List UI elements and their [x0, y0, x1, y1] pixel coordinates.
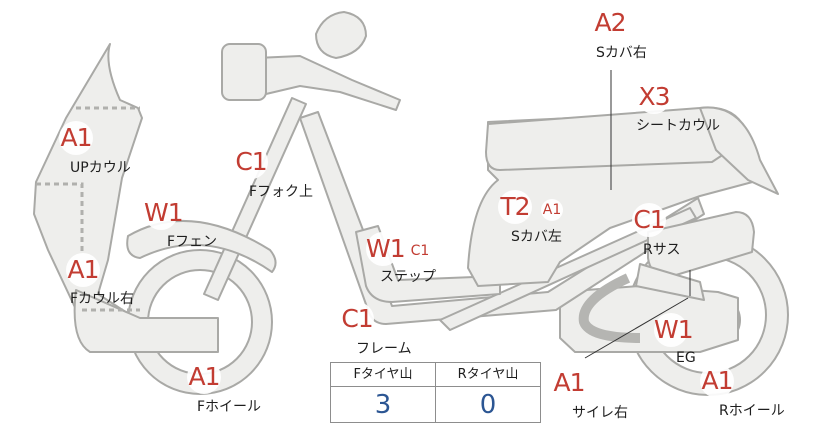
seat-tail-shape [699, 106, 779, 195]
grade-badge-f-wheel: A1 [187, 360, 221, 394]
label-r-wheel: Rホイール [719, 403, 785, 419]
step-floor-shape [355, 225, 501, 303]
grade-badge-f-fender: W1 [144, 196, 184, 230]
front-tread-value: 3 [331, 387, 436, 423]
label-engine: EG [676, 350, 696, 366]
exhaust-pipe-shape [578, 273, 641, 343]
tire-tread-table: Fタイヤ山 Rタイヤ山 3 0 [330, 362, 541, 423]
label-muffler-right: サイレ右 [572, 405, 628, 421]
label-step: ステップ [380, 269, 436, 285]
label-frame: フレーム [356, 341, 412, 357]
label-s-cover-left: Sカバ左 [511, 229, 562, 245]
grade-badge-r-wheel: A1 [700, 364, 734, 398]
label-up-cowl: UPカウル [70, 160, 131, 176]
grade-badge-r-suspension: C1 [632, 203, 666, 237]
front-fender-shape [126, 220, 277, 273]
grade-badge-s-cover-left: T2 [498, 190, 532, 224]
cowl-lower-shape [73, 289, 219, 353]
handlebar-shape [255, 55, 401, 111]
rear-suspension-shape [647, 211, 755, 279]
grade-badge-f-cowl-right: A1 [66, 253, 100, 287]
grade-badge-up-cowl: A1 [59, 121, 93, 155]
front-tread-header: Fタイヤ山 [331, 363, 436, 387]
rear-frame-tube-shape [439, 207, 697, 331]
sub-grade-badge-s-cover-left: A1 [541, 199, 563, 221]
leader-muffler-diag [584, 297, 689, 359]
rear-suspension-arm-shape [635, 263, 705, 301]
rear-tread-value: 0 [479, 390, 497, 420]
mirror-shape [315, 11, 367, 59]
label-seat-cowl: シートカウル [636, 118, 720, 134]
grade-badge-frame: C1 [340, 302, 374, 336]
label-f-fender: Fフェン [167, 234, 218, 250]
front-cowl-shape [33, 43, 143, 321]
headlight-shape [221, 43, 267, 101]
sub-grade-badge-step: C1 [409, 240, 431, 262]
label-f-fork-upper: Fフォク上 [249, 184, 314, 200]
grade-badge-engine: W1 [654, 313, 694, 347]
cowl-dotted-mid [36, 182, 84, 254]
grade-badge-seat-cowl: X3 [637, 80, 671, 114]
label-f-wheel: Fホイール [197, 399, 262, 415]
grade-badge-muffler-right: A1 [552, 366, 586, 400]
label-r-suspension: Rサス [643, 242, 681, 258]
grade-badge-f-fork-upper: C1 [234, 145, 268, 179]
grade-badge-step: W1 [366, 232, 406, 266]
label-f-cowl-right: Fカウル右 [70, 291, 135, 307]
rear-tread-header: Rタイヤ山 [436, 363, 540, 387]
grade-badge-s-cover-right: A2 [593, 6, 627, 40]
label-s-cover-right: Sカバ右 [596, 45, 647, 61]
